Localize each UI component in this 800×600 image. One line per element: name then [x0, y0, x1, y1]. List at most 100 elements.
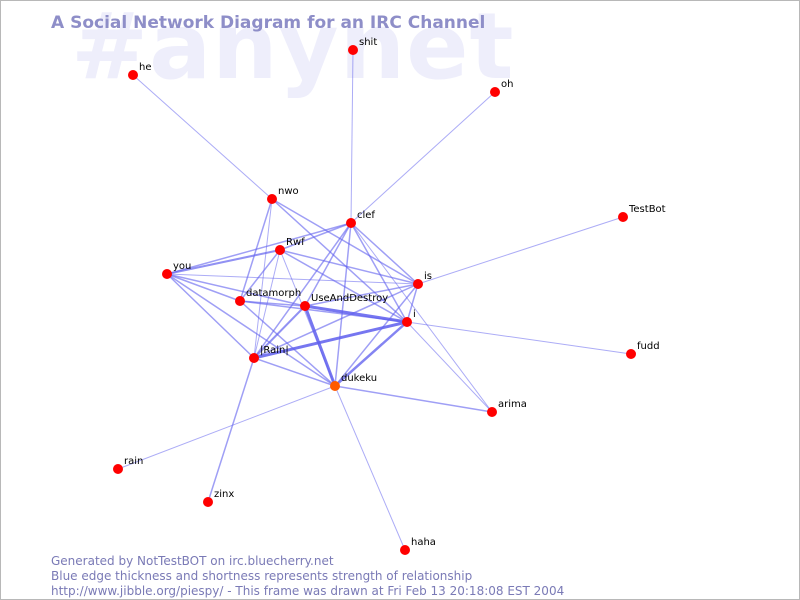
node-arima: arima	[487, 399, 527, 417]
node-dot	[487, 407, 497, 417]
edge-nwo-Rain	[253, 198, 273, 359]
node-oh: oh	[490, 79, 513, 97]
edge-you-Rwf	[166, 249, 281, 275]
edge-clef-i	[350, 222, 408, 323]
node-dot	[267, 194, 277, 204]
edge-Rwf-i	[279, 249, 408, 323]
edge-TestBot-is	[417, 216, 624, 285]
edge-is-dukeku	[334, 283, 419, 387]
node-label: fudd	[637, 341, 660, 352]
edge-clef-dukeku	[334, 222, 352, 387]
edge-zinx-Rain	[207, 357, 255, 503]
node-Rain: |Rain|	[249, 345, 289, 363]
node-dot	[330, 381, 340, 391]
node-he: he	[128, 62, 152, 80]
node-label: haha	[411, 537, 436, 548]
node-fudd: fudd	[626, 341, 660, 359]
node-nwo: nwo	[267, 186, 299, 204]
footer-url-timestamp: http://www.jibble.org/piespy/ - This fra…	[51, 584, 565, 598]
node-TestBot: TestBot	[618, 204, 666, 222]
node-clef: clef	[346, 210, 375, 228]
node-is: is	[413, 271, 432, 289]
edge-UseAndDestroy-dukeku	[303, 304, 337, 388]
edge-you-UseAndDestroy	[166, 273, 306, 307]
node-label: |Rain|	[260, 345, 289, 356]
footer-legend-note: Blue edge thickness and shortness repres…	[51, 569, 473, 583]
edge-you-dukeku	[166, 273, 336, 387]
edge-oh-clef	[350, 91, 496, 224]
node-dot	[346, 218, 356, 228]
node-dot	[162, 269, 172, 279]
diagram-title: A Social Network Diagram for an IRC Chan…	[51, 13, 486, 33]
node-dot	[249, 353, 259, 363]
node-label: datamorph	[246, 288, 301, 299]
edge-Rain-i	[252, 320, 409, 360]
edge-rain-dukeku	[117, 385, 336, 470]
edge-is-i	[406, 283, 419, 323]
node-UseAndDestroy: UseAndDestroy	[300, 293, 388, 311]
edge-clef-UseAndDestroy	[304, 222, 352, 307]
edge-Rwf-datamorph	[239, 249, 281, 302]
node-label: UseAndDestroy	[311, 293, 388, 304]
node-dot	[490, 87, 500, 97]
edge-arima-clef	[350, 222, 493, 413]
node-dot	[275, 245, 285, 255]
edge-clef-Rain	[253, 222, 352, 359]
edges-layer	[117, 49, 632, 551]
node-label: i	[413, 309, 416, 320]
edge-is-Rain	[253, 283, 419, 359]
node-label: he	[139, 62, 152, 73]
node-label: nwo	[278, 186, 299, 197]
node-datamorph: datamorph	[235, 288, 301, 306]
node-dukeku: dukeku	[330, 373, 377, 391]
edge-UseAndDestroy-Rain	[253, 305, 306, 359]
edge-you-is	[166, 273, 419, 285]
edge-Rain-dukeku	[253, 357, 336, 387]
node-dot	[300, 301, 310, 311]
edge-clef-you	[166, 222, 352, 275]
edge-UseAndDestroy-i	[303, 304, 409, 324]
node-dot	[113, 464, 123, 474]
node-Rwf: Rwf	[275, 237, 305, 255]
edge-nwo-i	[271, 198, 408, 323]
edge-i-dukeku	[333, 320, 409, 388]
edge-nwo-is	[271, 198, 419, 285]
edge-shit-clef	[350, 49, 354, 224]
channel-watermark: #anynet	[71, 0, 515, 100]
node-dot	[203, 497, 213, 507]
node-dot	[348, 45, 358, 55]
edge-clef-is	[350, 222, 419, 285]
node-zinx: zinx	[203, 489, 234, 507]
edge-clef-Rwf	[279, 222, 352, 251]
node-label: you	[173, 261, 191, 272]
node-rain: rain	[113, 456, 143, 474]
edge-you-datamorph	[166, 273, 241, 302]
edge-Rwf-is	[279, 249, 419, 285]
node-label: rain	[124, 456, 143, 467]
node-label: dukeku	[341, 373, 377, 384]
node-dot	[235, 296, 245, 306]
edge-fudd-i	[406, 321, 632, 355]
node-haha: haha	[400, 537, 436, 555]
node-label: Rwf	[286, 237, 305, 248]
node-dot	[400, 545, 410, 555]
node-dot	[128, 70, 138, 80]
node-label: shit	[359, 37, 377, 48]
node-dot	[618, 212, 628, 222]
footer-generated-by: Generated by NotTestBOT on irc.bluecherr…	[51, 554, 334, 568]
edge-haha-dukeku	[334, 385, 406, 551]
node-label: arima	[498, 399, 527, 410]
edge-you-Rain	[166, 273, 255, 359]
node-dot	[626, 349, 636, 359]
node-label: is	[424, 271, 432, 282]
edge-arima-dukeku	[334, 385, 493, 413]
edge-he-nwo	[132, 74, 273, 200]
node-label: clef	[357, 210, 375, 221]
node-shit: shit	[348, 37, 377, 55]
node-dot	[413, 279, 423, 289]
node-dot	[402, 317, 412, 327]
edge-is-UseAndDestroy	[304, 283, 419, 307]
